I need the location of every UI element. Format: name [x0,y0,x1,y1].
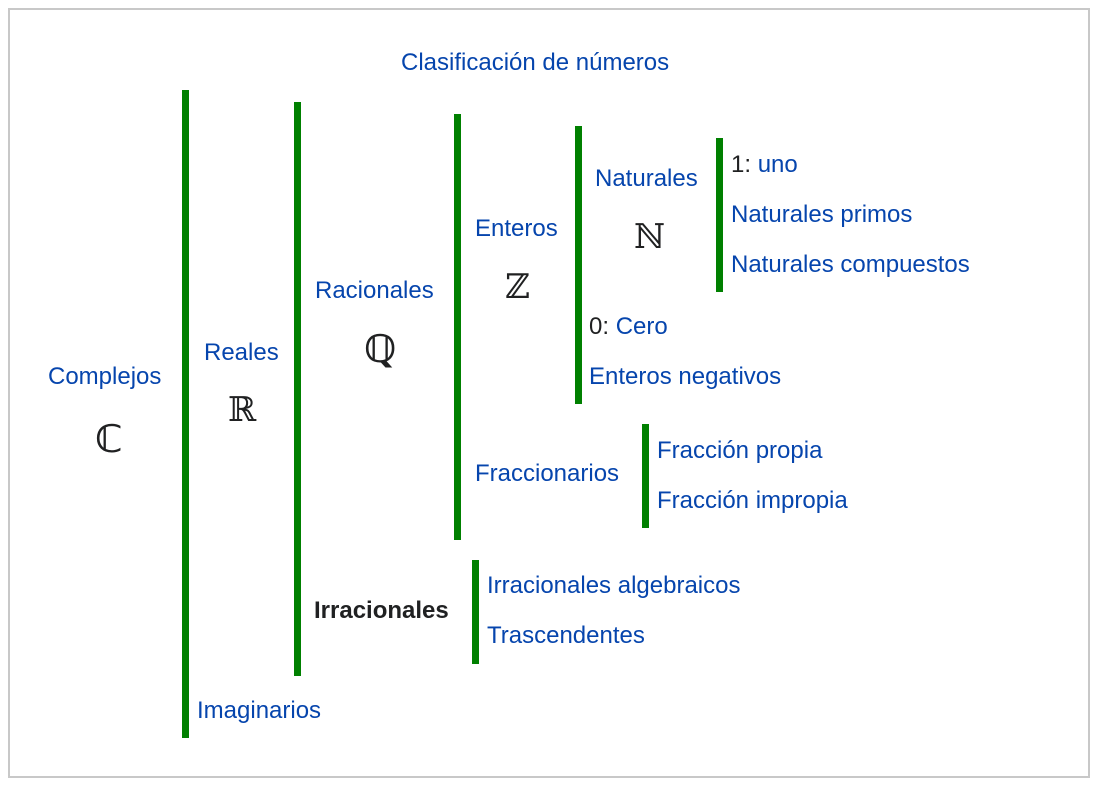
enteros-negativos-link[interactable]: Enteros negativos [589,363,782,390]
naturales-primos-link[interactable]: Naturales primos [731,201,913,228]
complejos-label[interactable]: Complejos [48,363,162,390]
cero-prefix: 0: [589,313,616,340]
naturales-bracket [716,138,723,292]
racionales-symbol: ℚ [364,327,397,371]
diagram-frame [8,8,1090,778]
reales-label[interactable]: Reales [204,339,279,366]
enteros-bracket [575,126,582,404]
uno-item: 1: uno [731,150,798,180]
racionales-bracket [454,114,461,540]
fraccion-impropia-link[interactable]: Fracción impropia [657,487,848,514]
irracionales-algebraicos-link[interactable]: Irracionales algebraicos [487,572,741,599]
imaginarios-label[interactable]: Imaginarios [197,697,322,724]
enteros-label[interactable]: Enteros [475,215,558,242]
trascendentes-link[interactable]: Trascendentes [487,622,645,649]
fraccionarios-bracket [642,424,649,528]
irracionales-label[interactable]: Irracionales [314,597,449,624]
naturales-label[interactable]: Naturales [595,165,698,192]
complejos-bracket [182,90,189,738]
fraccion-propia-link[interactable]: Fracción propia [657,437,823,464]
cero-link[interactable]: Cero [615,313,668,340]
complejos-symbol: ℂ [95,417,123,461]
diagram-title[interactable]: Clasificación de números [401,49,670,76]
enteros-symbol: ℤ [505,267,530,307]
reales-symbol: ℝ [228,390,257,430]
fraccionarios-label[interactable]: Fraccionarios [475,460,620,487]
uno-link[interactable]: uno [757,151,798,178]
racionales-label[interactable]: Racionales [315,277,434,304]
uno-prefix: 1: [731,151,758,178]
irracionales-bracket [472,560,479,664]
naturales-compuestos-link[interactable]: Naturales compuestos [731,251,970,278]
naturales-symbol: ℕ [634,217,666,257]
cero-item: 0: Cero [589,312,668,342]
reales-bracket [294,102,301,676]
